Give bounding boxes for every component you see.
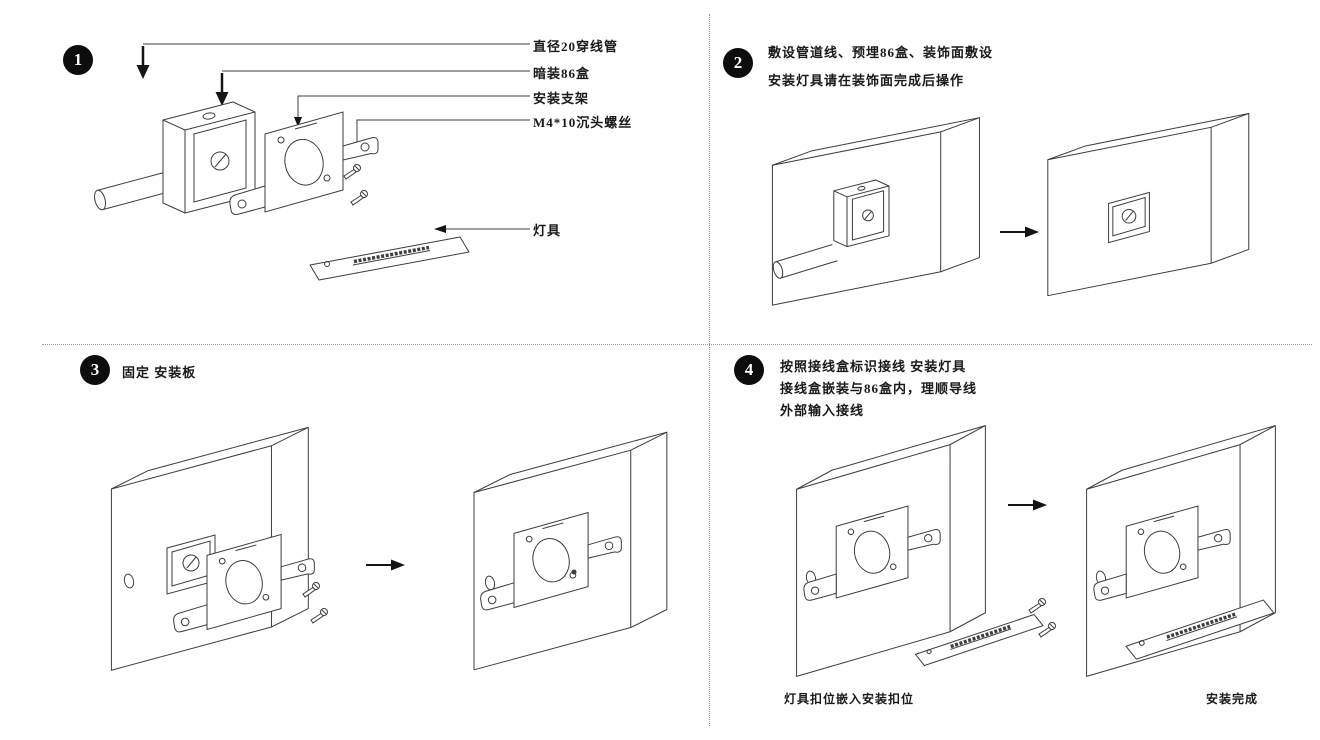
label-86-box: 暗装86盒	[533, 66, 591, 81]
lamp-leader-arrowhead	[434, 225, 446, 233]
step-1-exploded-view	[92, 44, 530, 282]
step-2-number: 2	[733, 53, 743, 72]
step-3-badge: 3	[80, 355, 110, 385]
label-mount-bracket: 安装支架	[533, 91, 590, 106]
down-arrow-icon	[214, 71, 230, 108]
step-4-note-line2: 接线盒嵌装与86盒内，理顺导线	[780, 381, 978, 396]
screw-icon	[310, 608, 328, 624]
step-2-note-line1: 敷设管道线、预埋86盒、装饰面敷设	[768, 45, 994, 60]
protruding-86-box-illustration	[833, 179, 890, 247]
horizontal-divider	[42, 344, 1312, 345]
step-2-illustration	[771, 113, 1250, 306]
bracket-leader-arrowhead	[294, 117, 302, 127]
wall-hole	[123, 573, 135, 589]
step-4-caption-left: 灯具扣位嵌入安装扣位	[784, 692, 915, 706]
step-3-title: 固定 安装板	[122, 365, 197, 380]
step-1-badge: 1	[63, 45, 93, 75]
conduit-pipe-illustration	[92, 171, 171, 212]
step-4-note-line1: 按照接线盒标识接线 安装灯具	[780, 359, 967, 374]
screw-icon	[350, 190, 368, 206]
label-lamp: 灯具	[533, 223, 562, 238]
right-arrow-icon	[365, 558, 406, 572]
step-1-number: 1	[73, 50, 83, 69]
lamp-panel-illustration	[308, 235, 471, 282]
screw-icon	[1028, 598, 1046, 614]
leader-lines	[143, 44, 530, 229]
step-4-illustration	[796, 425, 1280, 677]
step-4-note-line3: 外部输入接线	[780, 403, 865, 418]
step-4-number: 4	[744, 360, 754, 379]
right-arrow-icon	[1007, 498, 1048, 512]
label-screws: M4*10沉头螺丝	[533, 115, 633, 130]
step-3-illustration	[110, 426, 668, 671]
step-2-badge: 2	[723, 48, 753, 78]
installed-screw-dot	[571, 569, 577, 575]
step-4-caption-right: 安装完成	[1206, 692, 1259, 706]
step-2-note-line2: 安装灯具请在装饰面完成后操作	[768, 73, 965, 88]
right-arrow-icon	[999, 225, 1040, 239]
step-4-badge: 4	[734, 355, 764, 385]
vertical-divider	[709, 14, 710, 726]
step-3-number: 3	[90, 360, 100, 379]
screw-icon	[343, 164, 361, 180]
label-conduit-pipe: 直径20穿线管	[533, 39, 619, 54]
down-arrow-icon	[135, 44, 151, 81]
